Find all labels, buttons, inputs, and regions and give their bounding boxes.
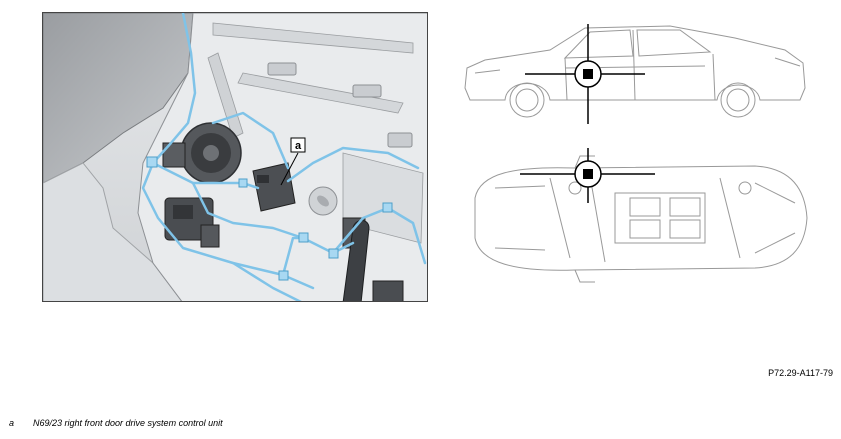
door-skin bbox=[43, 162, 183, 301]
callout-a: a bbox=[295, 140, 302, 152]
legend-text: N69/23 right front door drive system con… bbox=[33, 418, 223, 428]
cable-conduit bbox=[342, 220, 370, 301]
car-side-drawing bbox=[464, 24, 806, 124]
car-top-drawing bbox=[474, 148, 808, 283]
locator-crosshair-icon bbox=[525, 24, 645, 124]
car-side-view-icon bbox=[455, 18, 815, 130]
legend-key: a bbox=[9, 418, 15, 428]
locator-crosshair-icon bbox=[520, 148, 655, 203]
door-interior-drawing: a bbox=[43, 13, 427, 301]
door-interior-illustration: a bbox=[42, 12, 428, 302]
car-top-view-icon bbox=[455, 148, 815, 298]
figure-id: P72.29-A117-79 bbox=[768, 368, 833, 378]
legend: a N69/23 right front door drive system co… bbox=[9, 418, 223, 428]
